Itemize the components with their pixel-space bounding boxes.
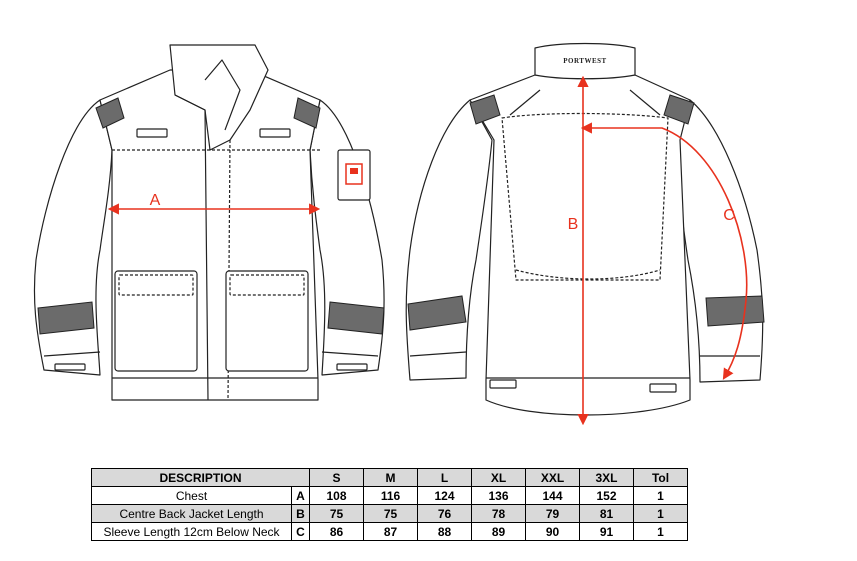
table-cell: 88 bbox=[417, 522, 472, 541]
row-description: Chest bbox=[91, 486, 292, 505]
brand-label: PORTWEST bbox=[563, 57, 606, 65]
back-collar bbox=[534, 42, 636, 80]
table-cell: 75 bbox=[309, 504, 364, 523]
table-cell: 136 bbox=[471, 486, 526, 505]
table-row: Centre Back Jacket Length B 75 75 76 78 … bbox=[91, 504, 688, 523]
header-size-l: L bbox=[417, 468, 472, 487]
table-cell: 124 bbox=[417, 486, 472, 505]
header-size-3xl: 3XL bbox=[579, 468, 634, 487]
header-tol: Tol bbox=[633, 468, 688, 487]
technical-drawing: A PORTWEST B C bbox=[33, 42, 765, 426]
header-size-xxl: XXL bbox=[525, 468, 580, 487]
front-right-sleeve bbox=[309, 99, 385, 376]
front-reflective-tape bbox=[37, 97, 385, 335]
back-left-sleeve bbox=[405, 99, 493, 381]
table-row: Chest A 108 116 124 136 144 152 1 bbox=[91, 486, 688, 505]
sleeve-badge bbox=[337, 149, 371, 201]
row-tol: 1 bbox=[633, 504, 688, 523]
table-header-row: DESCRIPTION S M L XL XXL 3XL Tol bbox=[91, 468, 688, 487]
table-cell: 89 bbox=[471, 522, 526, 541]
row-description: Centre Back Jacket Length bbox=[91, 504, 292, 523]
header-size-m: M bbox=[363, 468, 418, 487]
jacket-back-view bbox=[405, 42, 764, 416]
table-cell: 81 bbox=[579, 504, 634, 523]
row-code: B bbox=[291, 504, 310, 523]
header-size-s: S bbox=[309, 468, 364, 487]
measure-label-c: C bbox=[723, 207, 735, 224]
table-cell: 86 bbox=[309, 522, 364, 541]
table-cell: 76 bbox=[417, 504, 472, 523]
table-cell: 144 bbox=[525, 486, 580, 505]
front-left-pocket bbox=[114, 270, 198, 372]
row-code: C bbox=[291, 522, 310, 541]
header-size-xl: XL bbox=[471, 468, 526, 487]
table-row: Sleeve Length 12cm Below Neck C 86 87 88… bbox=[91, 522, 688, 541]
size-specification-table: DESCRIPTION S M L XL XXL 3XL Tol Chest A… bbox=[91, 468, 688, 541]
measure-chest-a: A bbox=[107, 192, 321, 215]
table-cell: 79 bbox=[525, 504, 580, 523]
measure-label-b: B bbox=[568, 216, 579, 233]
measure-sleeve-c: C bbox=[580, 122, 748, 380]
table-cell: 87 bbox=[363, 522, 418, 541]
measure-label-a: A bbox=[150, 192, 161, 209]
row-code: A bbox=[291, 486, 310, 505]
header-description: DESCRIPTION bbox=[91, 468, 310, 487]
table-cell: 91 bbox=[579, 522, 634, 541]
front-right-pocket bbox=[225, 270, 309, 372]
table-cell: 90 bbox=[525, 522, 580, 541]
row-description: Sleeve Length 12cm Below Neck bbox=[91, 522, 292, 541]
row-tol: 1 bbox=[633, 486, 688, 505]
table-cell: 108 bbox=[309, 486, 364, 505]
table-cell: 152 bbox=[579, 486, 634, 505]
row-tol: 1 bbox=[633, 522, 688, 541]
jacket-front-view bbox=[33, 44, 385, 401]
table-cell: 75 bbox=[363, 504, 418, 523]
table-cell: 78 bbox=[471, 504, 526, 523]
table-cell: 116 bbox=[363, 486, 418, 505]
